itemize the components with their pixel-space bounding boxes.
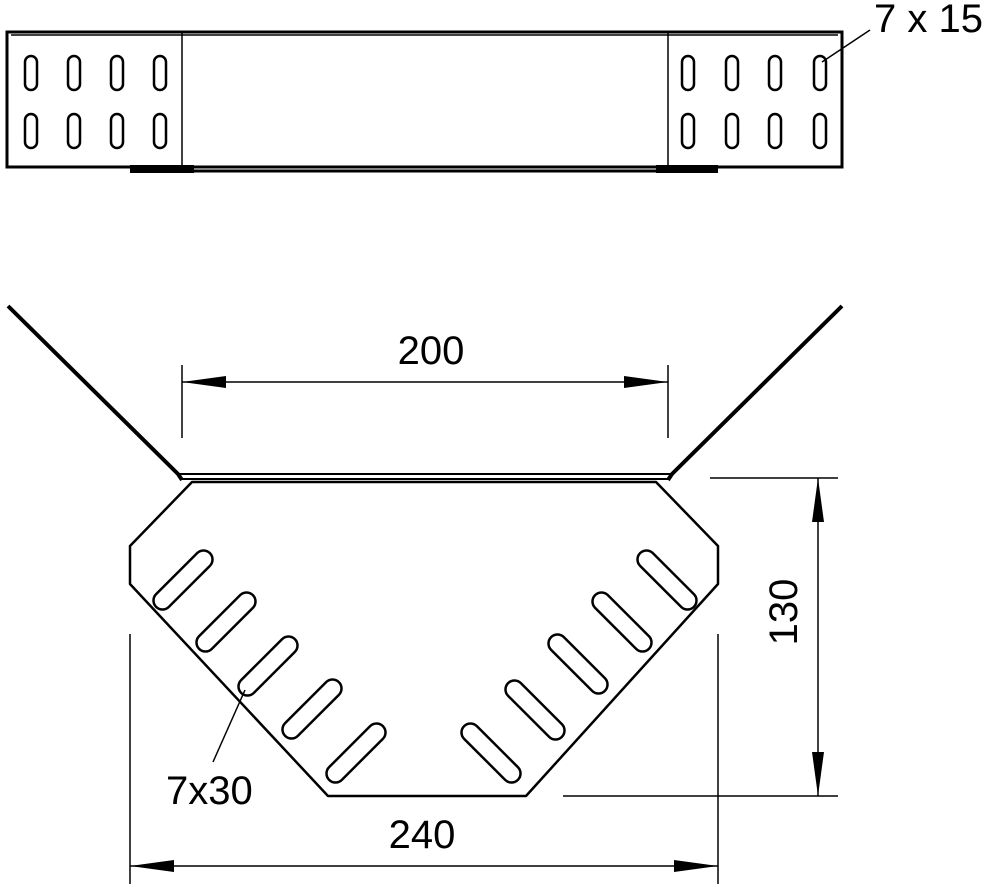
slot-small-label: 7 x 15 [874, 0, 983, 41]
slot-7x15 [66, 112, 82, 150]
side-view-left-foot [130, 165, 194, 173]
slot-7x30 [504, 679, 566, 741]
slot-7x15 [812, 112, 828, 150]
slot-7x15 [724, 112, 740, 150]
plate-slots [152, 549, 698, 784]
slot-small-leader [821, 29, 871, 63]
dimension-height: 130 [563, 477, 838, 797]
slot-7x15 [152, 112, 168, 150]
side-view-slots [23, 54, 828, 150]
dim-height-label: 130 [762, 579, 806, 646]
side-view-right-foot [656, 165, 718, 173]
slot-7x15 [767, 112, 783, 150]
slot-7x15 [23, 112, 39, 150]
slot-7x15 [66, 54, 82, 92]
slot-7x15 [767, 54, 783, 92]
slot-7x30 [325, 722, 387, 784]
slot-7x15 [152, 54, 168, 92]
dim-inner-width-label: 200 [398, 329, 465, 373]
side-view [5, 30, 844, 173]
slot-7x30 [636, 549, 698, 611]
dimension-overall-width: 240 [129, 634, 719, 884]
slot-7x30 [591, 591, 653, 653]
side-view-outline [5, 30, 844, 169]
slot-7x15 [23, 54, 39, 92]
plan-right-wall [666, 304, 844, 482]
slot-7x15 [724, 54, 740, 92]
slot-large-leader [212, 689, 246, 763]
connector-plate [128, 480, 720, 798]
slot-7x30 [237, 635, 299, 697]
dim-overall-width-label: 240 [389, 813, 456, 857]
plan-view [6, 304, 844, 798]
slot-7x30 [152, 549, 214, 611]
slot-7x30 [547, 633, 609, 695]
slot-7x15 [109, 54, 125, 92]
slot-7x30 [195, 591, 257, 653]
slot-7x15 [812, 54, 828, 92]
dimension-inner-width: 200 [181, 329, 669, 438]
slot-large-label: 7x30 [166, 769, 253, 813]
slot-7x15 [680, 54, 696, 92]
plan-left-wall [6, 304, 184, 482]
slot-7x15 [109, 112, 125, 150]
slot-7x30 [460, 722, 522, 784]
slot-7x30 [281, 678, 343, 740]
slot-7x15 [680, 112, 696, 150]
